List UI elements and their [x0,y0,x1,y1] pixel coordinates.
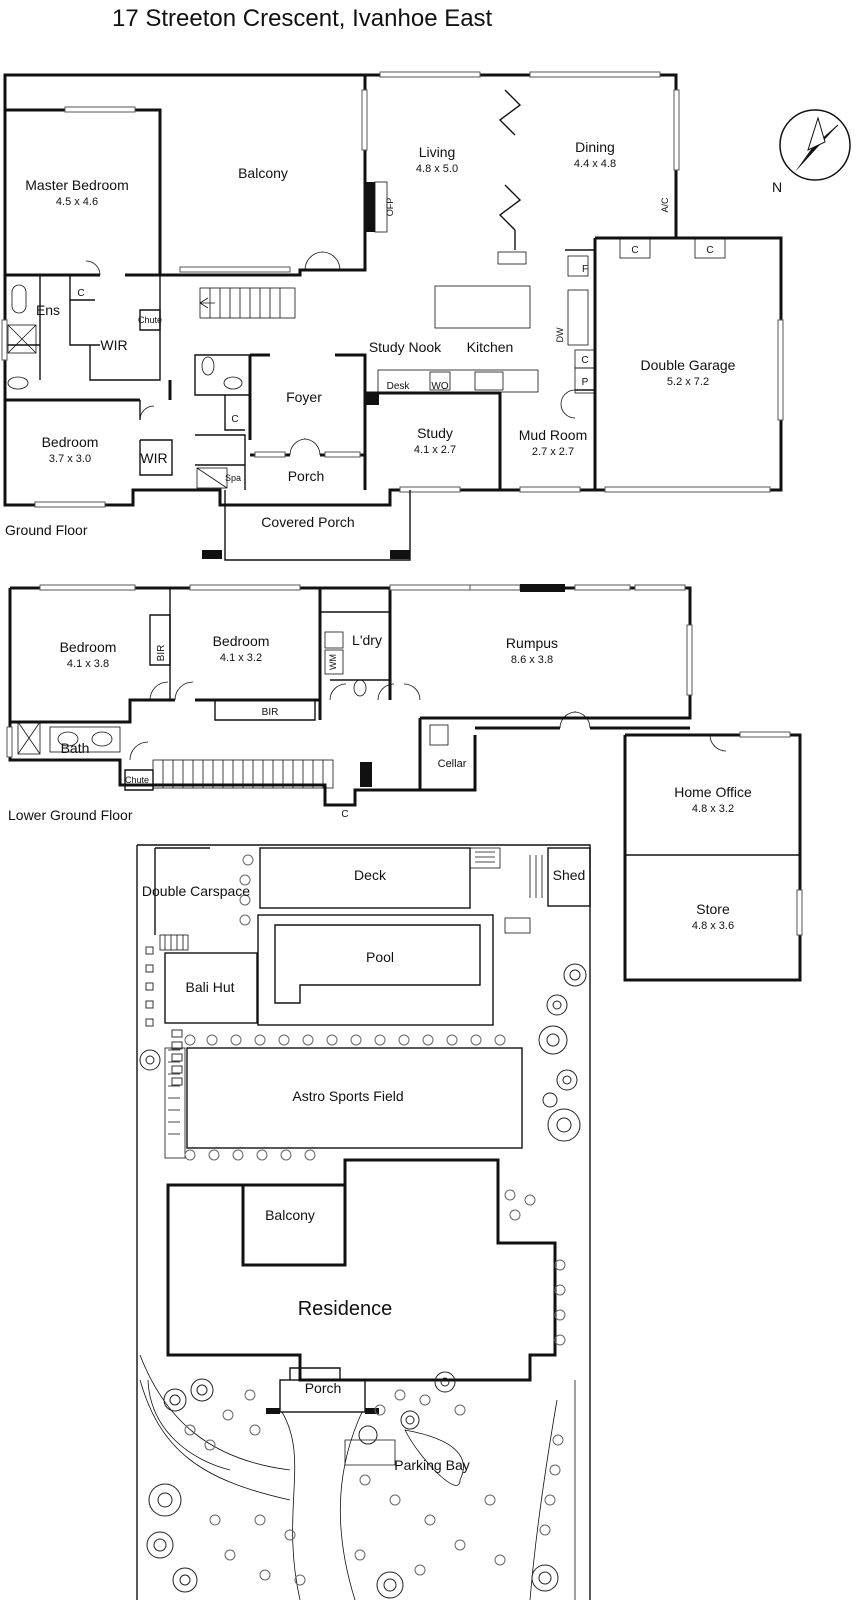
ofp-label: OFP [385,198,395,217]
wo-label: WO [431,381,448,392]
double-garage-label: Double Garage [641,357,736,373]
bali-hut-label: Bali Hut [185,979,234,995]
study-label: Study [417,425,453,441]
covered-porch-outline [202,490,411,561]
study-dims: 4.1 x 2.7 [414,444,456,456]
garage-c2-label: C [706,245,713,256]
dining-dims: 4.4 x 4.8 [574,158,616,170]
site-porch-label: Porch [305,1380,342,1396]
bedroom-dims: 3.7 x 3.0 [49,453,91,465]
parking-bay-label: Parking Bay [394,1457,469,1473]
lg-bedroom1-label: Bedroom [60,639,117,655]
rumpus-dims: 8.6 x 3.8 [511,654,553,666]
wir2-label: WIR [140,450,167,466]
lg-bedroom2-label: Bedroom [213,633,270,649]
plan-title: 17 Streeton Crescent, Ivanhoe East [112,5,493,32]
mud-room-dims: 2.7 x 2.7 [532,446,574,458]
laundry-label: L'dry [352,632,382,648]
study-nook-label: Study Nook [369,339,442,355]
pantry-p-label: P [582,377,589,388]
spa-label: Spa [225,473,241,483]
balcony-label: Balcony [238,165,288,181]
lg-c-label: C [341,809,348,820]
ground-floor-label: Ground Floor [5,522,88,538]
desk-label: Desk [387,381,411,392]
lower-ground-floor-plan [6,584,803,982]
deck-label: Deck [354,867,387,883]
ground-floor-plan [1,71,784,561]
fridge-f-label: F [582,264,588,275]
living-dims: 4.8 x 5.0 [416,163,458,175]
double-carspace-label: Double Carspace [142,883,250,899]
pool-label: Pool [366,949,394,965]
lg-chute-label: Chute [125,775,149,785]
master-bedroom-dims: 4.5 x 4.6 [56,196,98,208]
covered-porch-label: Covered Porch [261,514,354,530]
lower-ground-floor-label: Lower Ground Floor [8,807,133,823]
garage-c-label: C [581,355,588,366]
store-dims: 4.8 x 3.6 [692,920,734,932]
porch-label: Porch [288,468,325,484]
astro-sports-field-label: Astro Sports Field [292,1088,403,1104]
chute-label: Chute [138,315,162,325]
tree-icons [139,963,587,1599]
cupboard-c2-label: C [231,414,238,425]
compass-n-label: N [772,179,782,195]
site-balcony-label: Balcony [265,1207,315,1223]
cellar-label: Cellar [438,758,467,770]
lg-bir2-label: BIR [262,707,279,718]
mud-room-label: Mud Room [519,427,587,443]
residence-label: Residence [298,1298,393,1320]
shed-label: Shed [553,867,586,883]
rumpus-label: Rumpus [506,635,558,651]
ens-label: Ens [36,302,60,318]
north-compass-icon [779,109,851,181]
cupboard-c-label: C [77,288,84,299]
living-label: Living [419,144,456,160]
foyer-label: Foyer [286,389,322,405]
double-garage-dims: 5.2 x 7.2 [667,376,709,388]
wir-label: WIR [100,337,127,353]
dining-label: Dining [575,139,615,155]
bath-label: Bath [61,740,90,756]
lg-bir1-label: BIR [156,645,167,662]
shrub-icons [184,854,566,1586]
stairs-ground [199,287,296,319]
garage-c1-label: C [631,245,638,256]
home-office-label: Home Office [674,784,752,800]
store-label: Store [696,901,730,917]
kitchen-label: Kitchen [467,339,514,355]
ac-label: A/C [660,197,670,213]
lg-bedroom2-dims: 4.1 x 3.2 [220,652,262,664]
master-bedroom-label: Master Bedroom [25,177,128,193]
wm-label: WM [328,654,338,670]
home-office-dims: 4.8 x 3.2 [692,803,734,815]
dw-label: DW [555,327,565,342]
stepping-stones [145,946,183,1086]
bedroom-label: Bedroom [42,434,99,450]
site-plan [136,844,591,1600]
lg-bedroom1-dims: 4.1 x 3.8 [67,658,109,670]
covered-porch-line: Covered Porch [261,514,354,530]
